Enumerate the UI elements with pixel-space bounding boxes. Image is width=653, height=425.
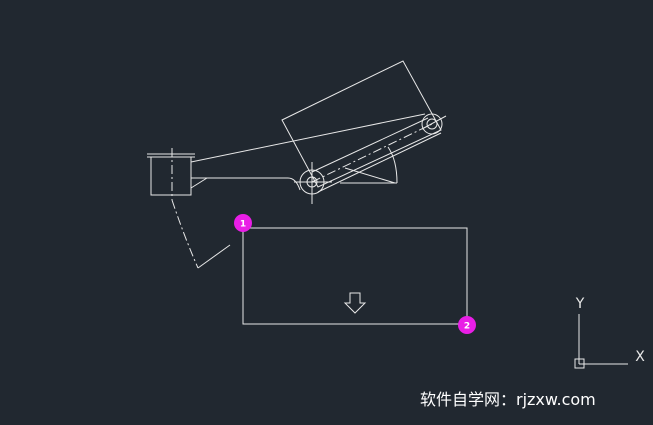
watermark-text: 软件自学网：rjzxw.com: [420, 390, 596, 409]
ucs-icon: Y X: [574, 296, 645, 369]
ucs-y-label: Y: [575, 296, 585, 312]
selection-window[interactable]: [242, 227, 468, 325]
grip-marker-1-label: 1: [240, 220, 246, 230]
arrow-down-icon: [343, 292, 367, 314]
mechanism-drawing: [147, 60, 447, 269]
ucs-x-label: X: [635, 349, 645, 365]
grip-marker-2-label: 2: [464, 322, 470, 332]
grip-marker-1[interactable]: 1: [234, 214, 252, 232]
grip-marker-2[interactable]: 2: [458, 316, 476, 334]
